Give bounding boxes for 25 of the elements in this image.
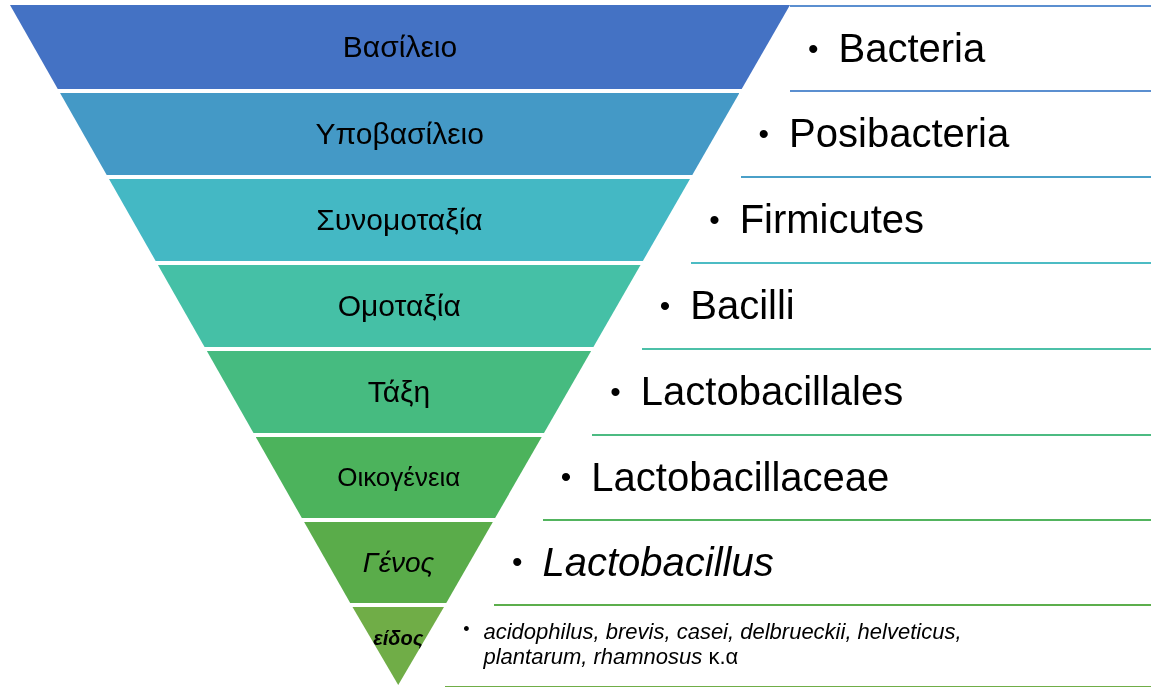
rank-label: Οικογένεια bbox=[337, 462, 461, 493]
taxon-name: Bacteria bbox=[838, 26, 986, 71]
taxon-name: Firmicutes bbox=[739, 197, 925, 242]
rank-label: Γένος bbox=[362, 546, 435, 579]
rank-label: είδος bbox=[373, 626, 424, 650]
bullet: • bbox=[808, 31, 819, 66]
rank-label: Υποβασίλειο bbox=[315, 117, 484, 151]
taxon-name: Posibacteria bbox=[789, 111, 1010, 156]
bullet: • bbox=[512, 545, 523, 579]
taxon-name: Bacilli bbox=[690, 283, 795, 328]
bullet: • bbox=[610, 374, 621, 409]
taxon-name: acidophilus, brevis, casei, delbrueckii, helveticus, plantarum, rhamnosus κ.α bbox=[483, 619, 963, 670]
rank-label: Συνομοταξία bbox=[316, 203, 483, 237]
rank-label: Ομοταξία bbox=[337, 289, 461, 323]
rank-label: Τάξη bbox=[367, 375, 431, 409]
bullet: • bbox=[463, 619, 470, 640]
bullet: • bbox=[659, 288, 671, 323]
bullet: • bbox=[758, 116, 770, 151]
taxon-name: Lactobacillaceae bbox=[591, 454, 890, 500]
taxon-row bbox=[790, 5, 1151, 92]
rank-label: Βασίλειο bbox=[342, 30, 458, 64]
bullet: • bbox=[709, 202, 720, 237]
taxon-name: Lactobacillus bbox=[542, 539, 774, 585]
bullet: • bbox=[560, 460, 572, 494]
taxon-name: Lactobacillales bbox=[640, 369, 904, 414]
